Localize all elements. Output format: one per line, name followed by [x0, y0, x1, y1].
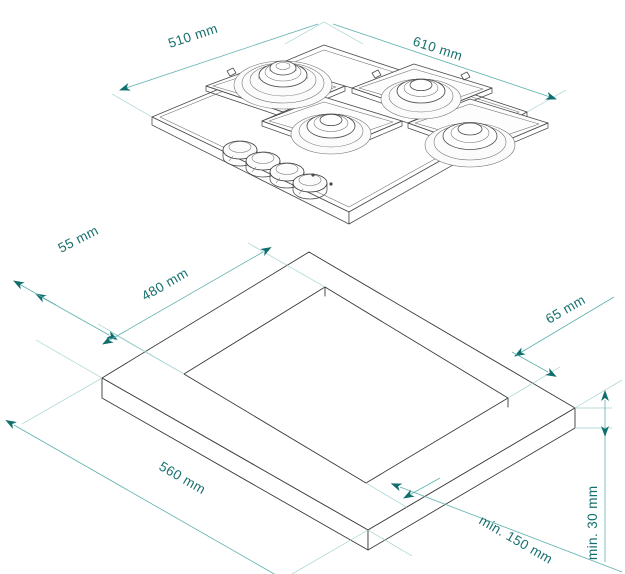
dimension-label-55: 55 mm	[56, 223, 101, 256]
dimension-label-min150: min. 150 mm	[477, 513, 556, 567]
worktop-top-face	[101, 251, 576, 531]
dimension-label-510: 510 mm	[166, 21, 219, 51]
dimension-line-55-tick	[13, 280, 57, 306]
dimension-line-65-tick	[511, 351, 557, 377]
dimension-label-min30: min. 30 mm	[585, 485, 600, 560]
dimension-line-min150-tick	[403, 477, 441, 499]
burner-front-left	[290, 113, 372, 155]
burner-rear-left	[233, 60, 333, 110]
control-knob-3[interactable]	[269, 162, 305, 189]
control-knob-4[interactable]	[292, 173, 328, 200]
dimension-line-510	[119, 23, 319, 91]
dimension-line-480	[102, 247, 272, 345]
burner-front-right	[424, 122, 516, 168]
burner-rear-right	[380, 78, 462, 120]
worktop-cutout-view: 55 mm 480 mm 65 mm 560 mm min. 150 mm mi…	[5, 223, 623, 574]
cutout-extension-lines	[21, 242, 623, 574]
gas-cooktop-appliance	[151, 44, 549, 225]
control-knob-2[interactable]	[245, 151, 281, 178]
appliance-isometric-view: 510 mm 610 mm	[111, 21, 567, 225]
dimension-line-560	[5, 420, 291, 574]
dimension-line-min150	[390, 483, 623, 573]
ignition-indicator	[311, 173, 333, 186]
appliance-extension-lines	[111, 21, 567, 118]
dimension-label-560: 560 mm	[157, 459, 209, 498]
dimension-line-65	[514, 296, 615, 357]
cutout-inner-wall	[324, 286, 509, 408]
dimension-label-65: 65 mm	[543, 292, 588, 327]
dimension-line-610	[332, 23, 557, 100]
